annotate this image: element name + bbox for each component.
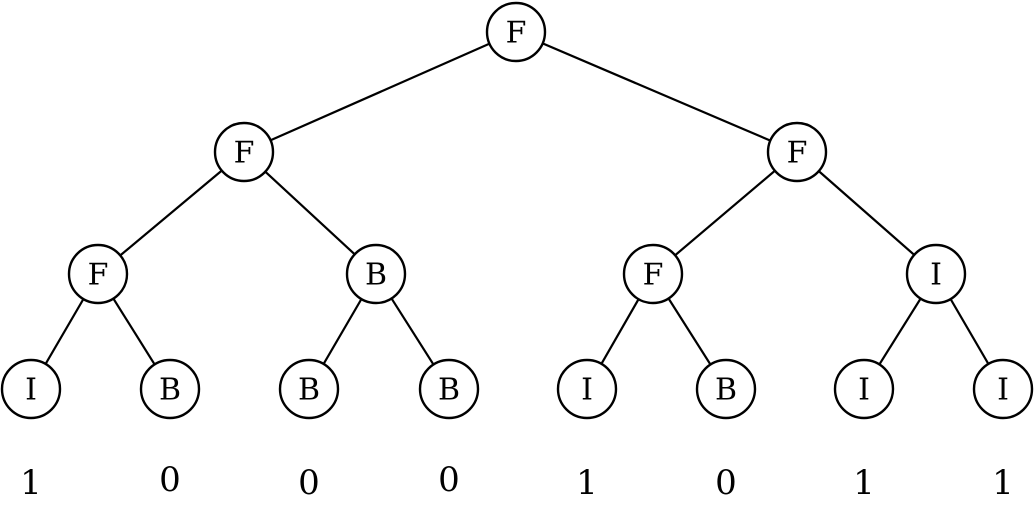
node-circle — [766, 121, 828, 183]
leaf-node: I — [833, 358, 895, 420]
leaf-value: 1 — [576, 463, 598, 503]
node-circle — [833, 358, 895, 420]
leaf-value: 0 — [159, 460, 181, 500]
node-circle — [213, 121, 275, 183]
leaf-value: 1 — [992, 463, 1014, 503]
leaf-value: 1 — [20, 463, 42, 503]
node-circle — [139, 358, 201, 420]
leaf-node: B — [418, 358, 480, 420]
node-label: B — [715, 373, 737, 408]
root-node: F — [485, 1, 547, 63]
node-label: B — [298, 373, 320, 408]
leaf-node: I — [556, 358, 618, 420]
level2-node: I — [905, 243, 967, 305]
leaf-node: B — [695, 358, 757, 420]
node-label: I — [930, 258, 942, 293]
node-label: B — [159, 373, 181, 408]
tree-edges — [30, 30, 1004, 390]
leaf-value: 0 — [298, 463, 320, 503]
leaf-value: 0 — [438, 460, 460, 500]
node-label: F — [506, 16, 527, 51]
leaf-node: B — [278, 358, 340, 420]
node-circle — [622, 243, 684, 305]
node-label: F — [88, 258, 109, 293]
node-label: I — [858, 373, 870, 408]
node-label: B — [365, 258, 387, 293]
level1-node: F — [213, 121, 275, 183]
node-label: B — [438, 373, 460, 408]
node-circle — [345, 243, 407, 305]
node-circle — [418, 358, 480, 420]
edge-level1-to-level2-3 — [796, 151, 937, 275]
leaf-node: B — [139, 358, 201, 420]
node-label: I — [25, 373, 37, 408]
node-circle — [0, 358, 62, 420]
node-label: F — [643, 258, 664, 293]
leaf-values: 1 0 0 0 1 0 1 1 — [20, 460, 1014, 503]
level2-node: F — [622, 243, 684, 305]
level2-node: F — [67, 243, 129, 305]
node-circle — [556, 358, 618, 420]
leaf-node: I — [0, 358, 62, 420]
node-circle — [278, 358, 340, 420]
node-label: F — [234, 136, 255, 171]
leaf-node: I — [972, 358, 1034, 420]
node-label: I — [581, 373, 593, 408]
leaf-value: 0 — [715, 463, 737, 503]
tree-nodes: F F F F B F I I B B B I B I I — [0, 1, 1034, 420]
edge-root-to-level1-0 — [243, 30, 517, 154]
node-circle — [695, 358, 757, 420]
node-circle — [972, 358, 1034, 420]
edge-level1-to-level2-0 — [97, 151, 245, 275]
edge-root-to-level1-1 — [515, 30, 798, 154]
node-circle — [485, 1, 547, 63]
edge-level1-to-level2-2 — [652, 151, 798, 275]
node-circle — [67, 243, 129, 305]
level1-node: F — [766, 121, 828, 183]
node-circle — [905, 243, 967, 305]
level2-node: B — [345, 243, 407, 305]
leaf-value: 1 — [853, 463, 875, 503]
node-label: F — [787, 136, 808, 171]
node-label: I — [997, 373, 1009, 408]
